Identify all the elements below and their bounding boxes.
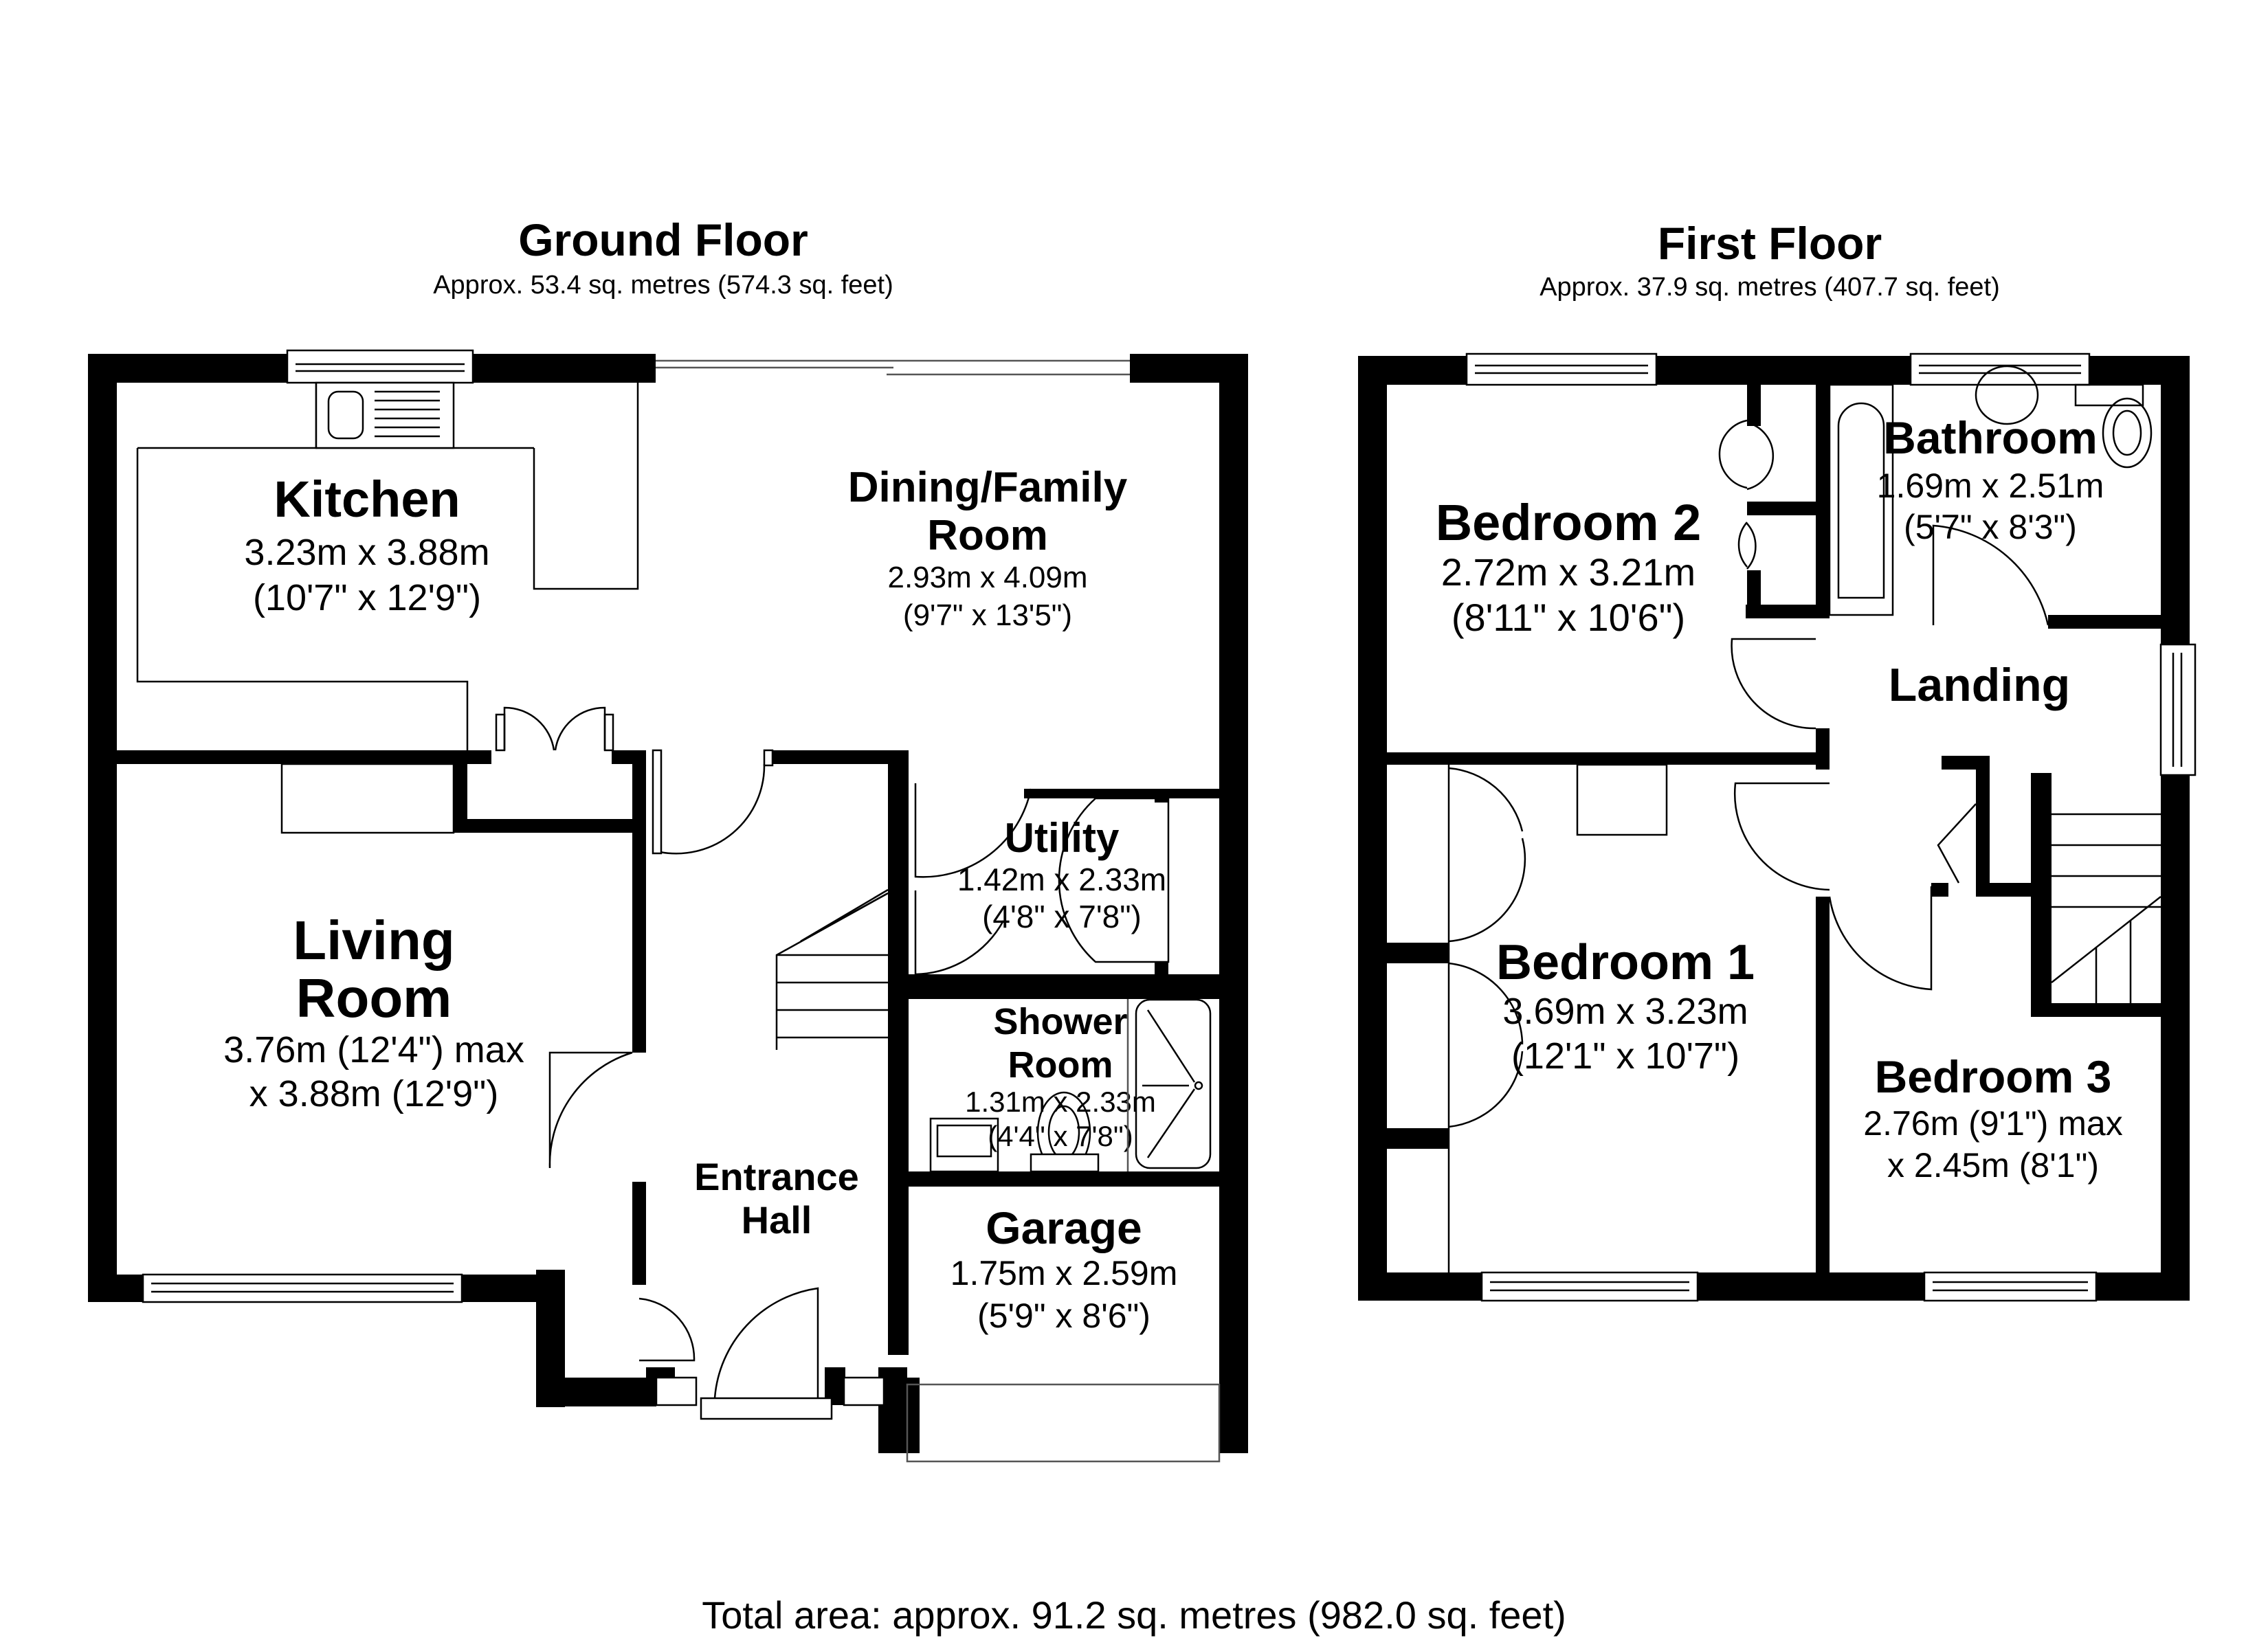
hall-door-icon: [658, 763, 766, 855]
utility-door-icon: [914, 783, 1032, 878]
garage-label: Garage: [986, 1202, 1142, 1253]
double-door-icon: [495, 706, 614, 752]
utility-dim-metric: 1.42m x 2.33m: [957, 862, 1166, 897]
fireplace-icon: [280, 763, 455, 834]
living-room-label-line1: Living: [293, 910, 455, 971]
bedroom-2-dim-imperial: (8'11" x 10'6"): [1452, 596, 1685, 639]
bedroom-3-dim-line1: 2.76m (9'1") max: [1863, 1104, 2122, 1143]
ground-floor-walls: [88, 354, 1248, 1453]
bedroom-2-label: Bedroom 2: [1436, 494, 1702, 551]
living-room-door-icon: [548, 1051, 633, 1169]
bedroom-2-door-icon: [1731, 638, 1816, 730]
landing-label: Landing: [1889, 659, 2070, 711]
dining-room-dim-imperial: (9'7" x 13'5"): [903, 598, 1072, 632]
bedroom-3-label: Bedroom 3: [1875, 1051, 2112, 1102]
cupboard-landing-door-icon: [1828, 886, 1933, 991]
bedroom-1-door-icon: [1734, 782, 1830, 891]
bifold-door-icon: [1937, 803, 1977, 884]
garage-door-icon: [906, 1383, 1221, 1463]
wardrobe-doors-bed1-icon: [1448, 767, 1526, 943]
dining-room-label-line2: Room: [927, 512, 1048, 559]
shower-room-dim-metric: 1.31m x 2.33m: [965, 1086, 1156, 1118]
toilet-icon-bathroom: [2074, 383, 2153, 469]
dining-room-label-line1: Dining/Family: [848, 464, 1128, 511]
utility-cupboard-door-icon: [1058, 797, 1170, 963]
bath-icon: [1828, 383, 1894, 616]
front-door-icon: [713, 1287, 819, 1399]
staircase-icon-first: [2051, 813, 2161, 1003]
kitchen-dim-metric: 3.23m x 3.88m: [244, 532, 489, 573]
dining-room-dim-metric: 2.93m x 4.09m: [887, 561, 1087, 594]
first-floor-area: Approx. 37.9 sq. metres (407.7 sq. feet): [1539, 273, 2000, 302]
kitchen-window: [286, 349, 474, 384]
living-room-dim-line1: 3.76m (12'4") max: [223, 1029, 524, 1070]
first-floor-walls: [1358, 356, 2190, 1301]
chimney-breast-icon: [1576, 763, 1668, 836]
bathroom-label: Bathroom: [1883, 412, 2098, 463]
bedroom-1-dim-imperial: (12'1" x 10'7"): [1511, 1035, 1739, 1077]
ground-floor-title: Ground Floor: [518, 214, 808, 265]
living-room-dim-line2: x 3.88m (12'9"): [249, 1073, 499, 1114]
kitchen-dim-imperial: (10'7" x 12'9"): [253, 577, 481, 618]
shower-room-dim-imperial: (4'4" x 7'8"): [988, 1120, 1133, 1152]
cupboard-door-icon: [638, 1297, 696, 1362]
entrance-hall-label-line2: Hall: [742, 1198, 812, 1242]
living-room-label-line2: Room: [296, 967, 452, 1029]
first-floor-windows: [1465, 352, 2197, 1302]
toilet-icon: [1030, 1091, 1100, 1174]
kitchen-fixtures: [136, 381, 639, 750]
entrance-hall-label-line1: Entrance: [694, 1155, 859, 1198]
garage-dim-imperial: (5'9" x 8'6"): [977, 1297, 1150, 1335]
basin-icon: [929, 1117, 999, 1173]
wardrobe-door-icon: [1718, 419, 1775, 491]
bathroom-dim-metric: 1.69m x 2.51m: [1877, 467, 2104, 505]
ground-floor-area: Approx. 53.4 sq. metres (574.3 sq. feet): [433, 271, 893, 300]
ground-floor-plan: Ground Floor Approx. 53.4 sq. metres (57…: [88, 214, 1248, 1463]
basin-icon-bathroom: [1975, 365, 2039, 425]
first-floor-title: First Floor: [1658, 218, 1882, 269]
first-floor-plan: First Floor Approx. 37.9 sq. metres (407…: [1358, 218, 2197, 1302]
living-room-window: [142, 1273, 463, 1303]
shower-room-label-line2: Room: [1008, 1044, 1113, 1086]
ground-floor-windows: [142, 349, 1130, 1420]
bathroom-dim-imperial: (5'7" x 8'3"): [1904, 508, 2077, 546]
kitchen-label: Kitchen: [274, 471, 460, 528]
garage-dim-metric: 1.75m x 2.59m: [950, 1254, 1178, 1292]
bedroom-2-dim-metric: 2.72m x 3.21m: [1441, 550, 1696, 594]
bathroom-door-icon: [1932, 524, 2049, 626]
bedroom-3-dim-line2: x 2.45m (8'1"): [1887, 1146, 2099, 1185]
staircase-icon: [775, 888, 889, 1050]
total-area-caption: Total area: approx. 91.2 sq. metres (982…: [702, 1593, 1566, 1637]
bedroom-1-label: Bedroom 1: [1496, 935, 1755, 990]
shower-room-label-line1: Shower: [993, 1001, 1127, 1042]
shower-tray-icon: [1126, 998, 1212, 1171]
bedroom-1-dim-metric: 3.69m x 3.23m: [1502, 991, 1748, 1032]
front-door-threshold: [700, 1397, 833, 1420]
